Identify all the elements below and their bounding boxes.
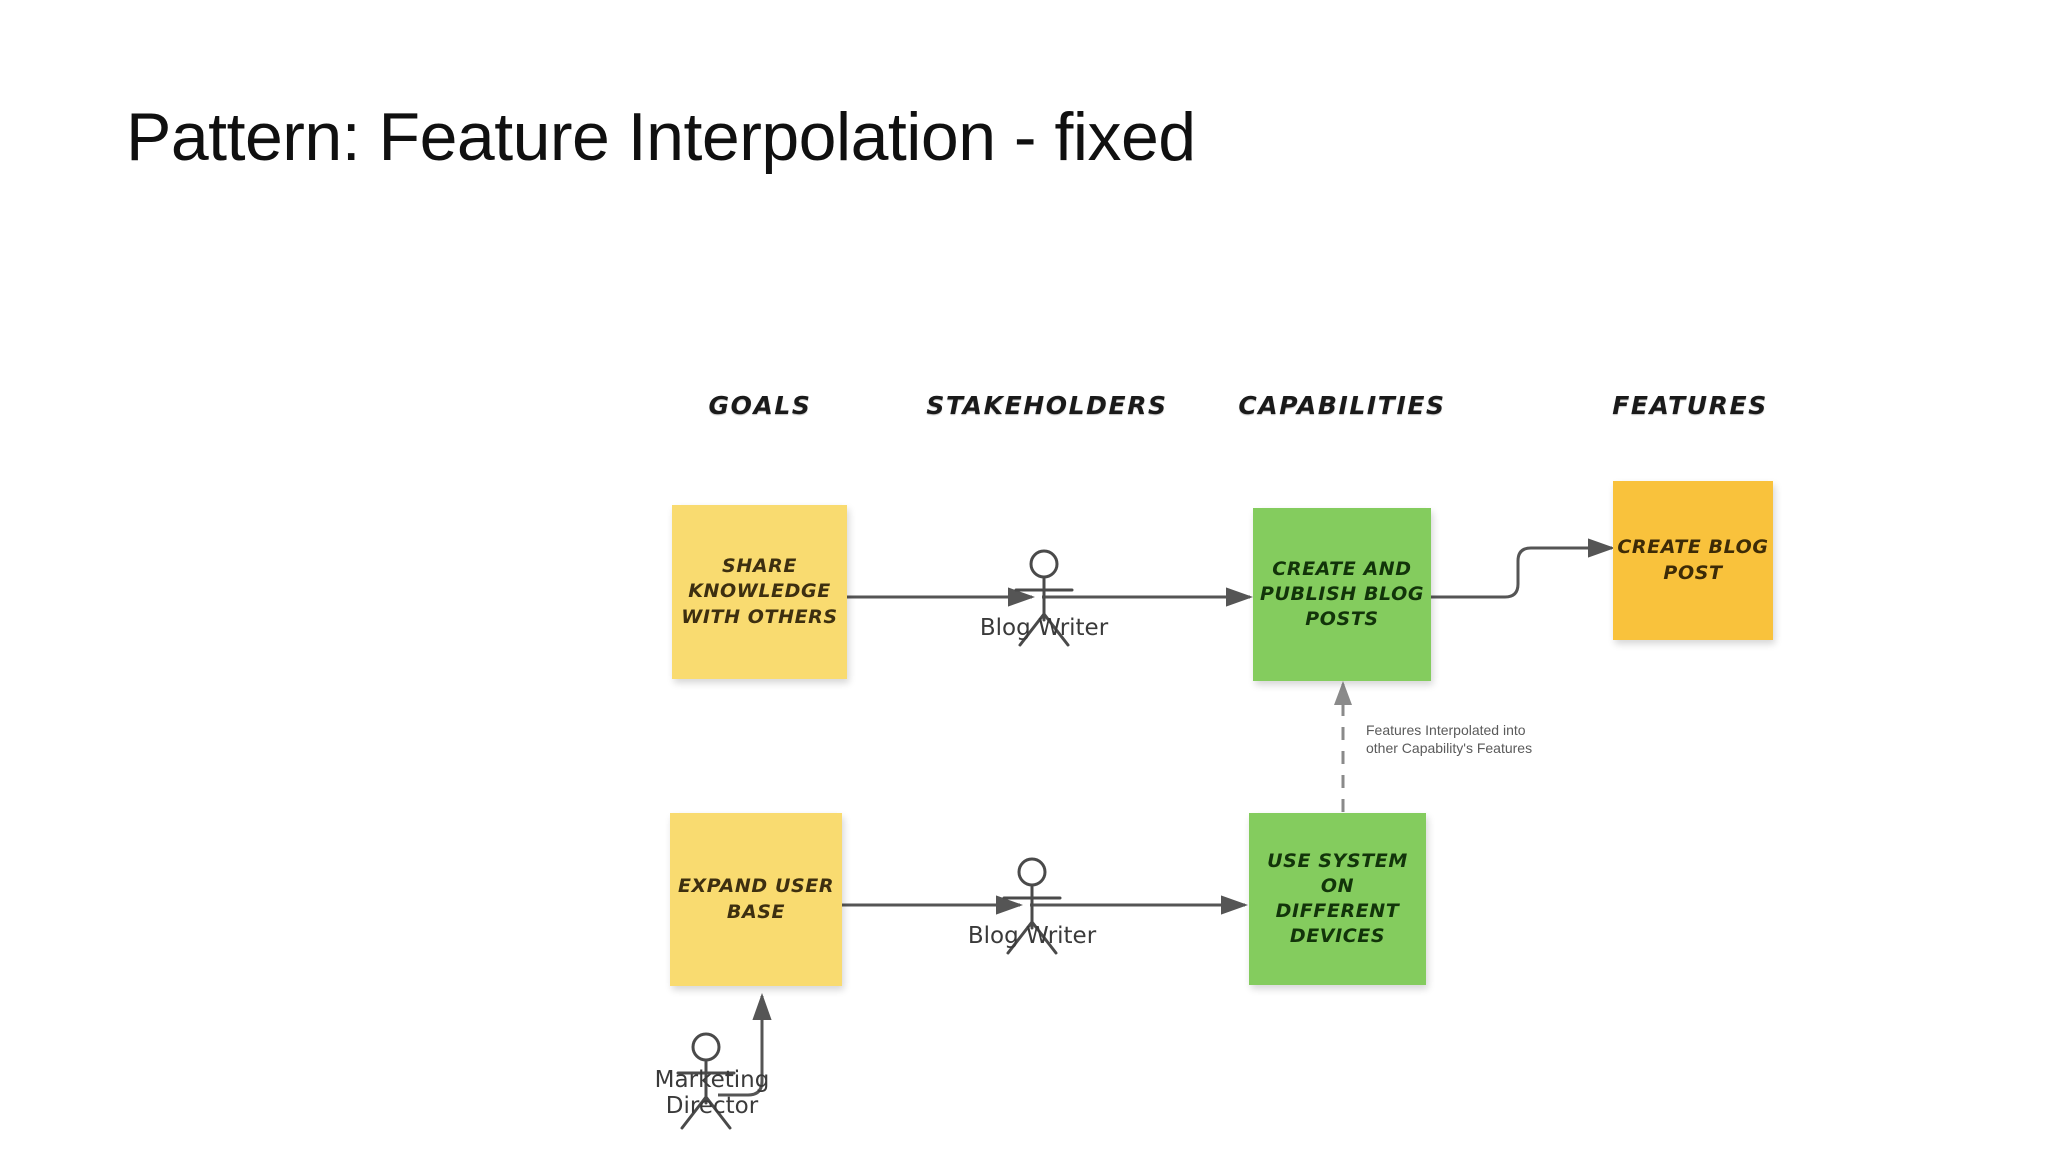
annotation-feature-interpolation: Features Interpolated into other Capabil… (1366, 722, 1533, 756)
connector-director-to-goal (718, 993, 772, 1097)
actor-figure-marketing-director (676, 1032, 736, 1130)
note-goal-share-knowledge[interactable]: SHARE KNOWLEDGE WITH OTHERS (672, 505, 847, 679)
note-capability-create-publish-blog-posts[interactable]: CREATE AND PUBLISH BLOG POSTS (1253, 508, 1431, 681)
column-header-goals: GOALS (708, 391, 812, 420)
actor-figure-blog-writer-top (1014, 549, 1074, 647)
actor-label-blog-writer-bottom: Blog Writer (967, 923, 1097, 949)
connector-capability-to-feature (1430, 538, 1615, 599)
note-capability-use-system-different-devices[interactable]: USE SYSTEM ON DIFFERENT DEVICES (1249, 813, 1426, 985)
column-header-features: FEATURES (1612, 391, 1768, 420)
actor-figure-blog-writer-bottom (1002, 857, 1062, 955)
actor-label-marketing-director: Marketing Director (654, 1067, 770, 1119)
note-goal-expand-user-base[interactable]: EXPAND USER BASE (670, 813, 842, 986)
column-header-stakeholders: STAKEHOLDERS (926, 391, 1168, 420)
column-header-capabilities: CAPABILITIES (1238, 391, 1446, 420)
note-feature-create-blog-post[interactable]: CREATE BLOG POST (1613, 481, 1773, 640)
page-title: Pattern: Feature Interpolation - fixed (126, 99, 1196, 175)
actor-label-blog-writer-top: Blog Writer (979, 615, 1109, 641)
